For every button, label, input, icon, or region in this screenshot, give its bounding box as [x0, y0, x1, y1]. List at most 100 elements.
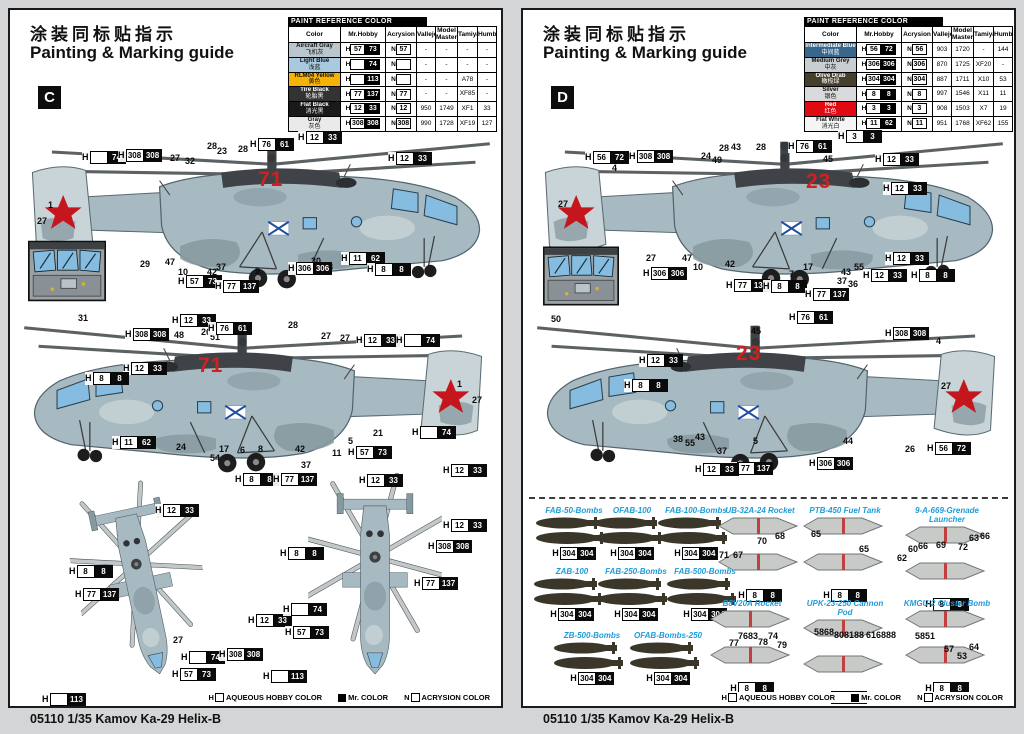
weapon-label: OFAB-100	[612, 506, 652, 515]
paint-code-cell: XF1	[457, 101, 478, 117]
white-box-glyph	[727, 693, 737, 702]
part-number-callout: 10	[178, 267, 189, 277]
part-number-callout: 5	[753, 436, 759, 446]
weapon-label: KMGU-2 Cluster Bomb	[903, 599, 991, 608]
part-number-callout: 17	[803, 262, 814, 272]
bomb-illustration	[658, 516, 727, 544]
part-number-callout: 31	[78, 313, 89, 323]
weapon-label: FAB-100-Bombs	[665, 506, 727, 515]
page-c: 涂装同标贴指示 Painting & Marking guide C PAINT…	[8, 8, 503, 708]
black-box-glyph	[851, 693, 860, 702]
part-number-callout: 23	[217, 146, 228, 156]
weapons-section-divider	[529, 497, 1008, 499]
paint-code-cell: 950	[416, 101, 436, 117]
paint-code-cell: -	[435, 71, 458, 88]
aqueous-label: AQUEOUS HOBBY COLOR	[225, 693, 323, 702]
fuselage-number: 71	[198, 354, 224, 377]
paint-code-cell: 1546	[951, 86, 974, 103]
scheme-badge-c: C	[38, 86, 61, 109]
black-box-glyph	[338, 693, 347, 702]
part-number-callout: 60	[908, 544, 919, 554]
white-box-glyph	[410, 693, 420, 702]
paint-code-cell: XF85	[457, 86, 478, 103]
part-number-callout: 53	[957, 651, 968, 661]
rocket-pod-illustration	[802, 517, 884, 571]
part-number-callout: 65	[859, 544, 870, 554]
paint-code-cell: -	[993, 56, 1013, 73]
paint-code-cell: 144	[993, 41, 1013, 58]
part-number-callout: 68	[775, 531, 786, 541]
paint-code-cell: -	[416, 71, 436, 88]
part-number-callout: 21	[373, 428, 384, 438]
part-number-callout: 42	[295, 444, 306, 454]
bomb-illustration	[534, 577, 603, 605]
paint-table-header: Humbrol	[477, 26, 497, 43]
paint-code-cell: 1711	[951, 71, 974, 88]
part-number-callout: 8	[258, 444, 264, 454]
weapon-label: 9-A-669-Grenade Launcher	[914, 506, 980, 524]
part-number-callout: 57	[944, 644, 955, 654]
part-number-callout: 76	[738, 631, 749, 641]
paint-code-cell: XF20	[973, 56, 994, 73]
part-number-callout: 44	[843, 436, 854, 446]
paint-code-cell: X7	[973, 101, 994, 117]
part-number-callout: 54	[210, 453, 221, 463]
part-number-callout: 24	[701, 151, 712, 161]
part-number-callout: 47	[165, 257, 176, 267]
part-number-callout: 27	[558, 199, 569, 209]
aqueous-label: AQUEOUS HOBBY COLOR	[738, 693, 836, 702]
mr-color-label: Mr. COLOR	[861, 693, 902, 702]
paint-code-cell: 1503	[951, 101, 974, 117]
aqueous-prefix: H	[208, 693, 214, 702]
part-number-callout: 83	[748, 631, 759, 641]
paint-table-header: Model Master	[435, 26, 458, 43]
part-number-callout: 28	[207, 141, 218, 151]
paint-table-header: Acrysion	[901, 26, 933, 43]
part-number-callout: 30	[311, 256, 322, 266]
paint-table-header: Vallejo	[416, 26, 436, 43]
part-number-callout: 6	[240, 445, 246, 455]
paint-code-cell: -	[477, 86, 497, 103]
acrysion-prefix: N	[404, 693, 410, 702]
paint-code-cell: X10	[973, 71, 994, 88]
paint-code-cell: -	[435, 56, 458, 73]
part-number-callout: 88	[886, 630, 897, 640]
part-number-callout: 88	[854, 630, 865, 640]
part-number-callout: 27	[941, 381, 952, 391]
part-number-callout: 78	[758, 637, 769, 647]
part-number-callout: 48	[174, 330, 185, 340]
weapon-item: UPK-23-250 Cannon PodH88	[799, 599, 891, 704]
part-number-callout: 77	[729, 638, 740, 648]
